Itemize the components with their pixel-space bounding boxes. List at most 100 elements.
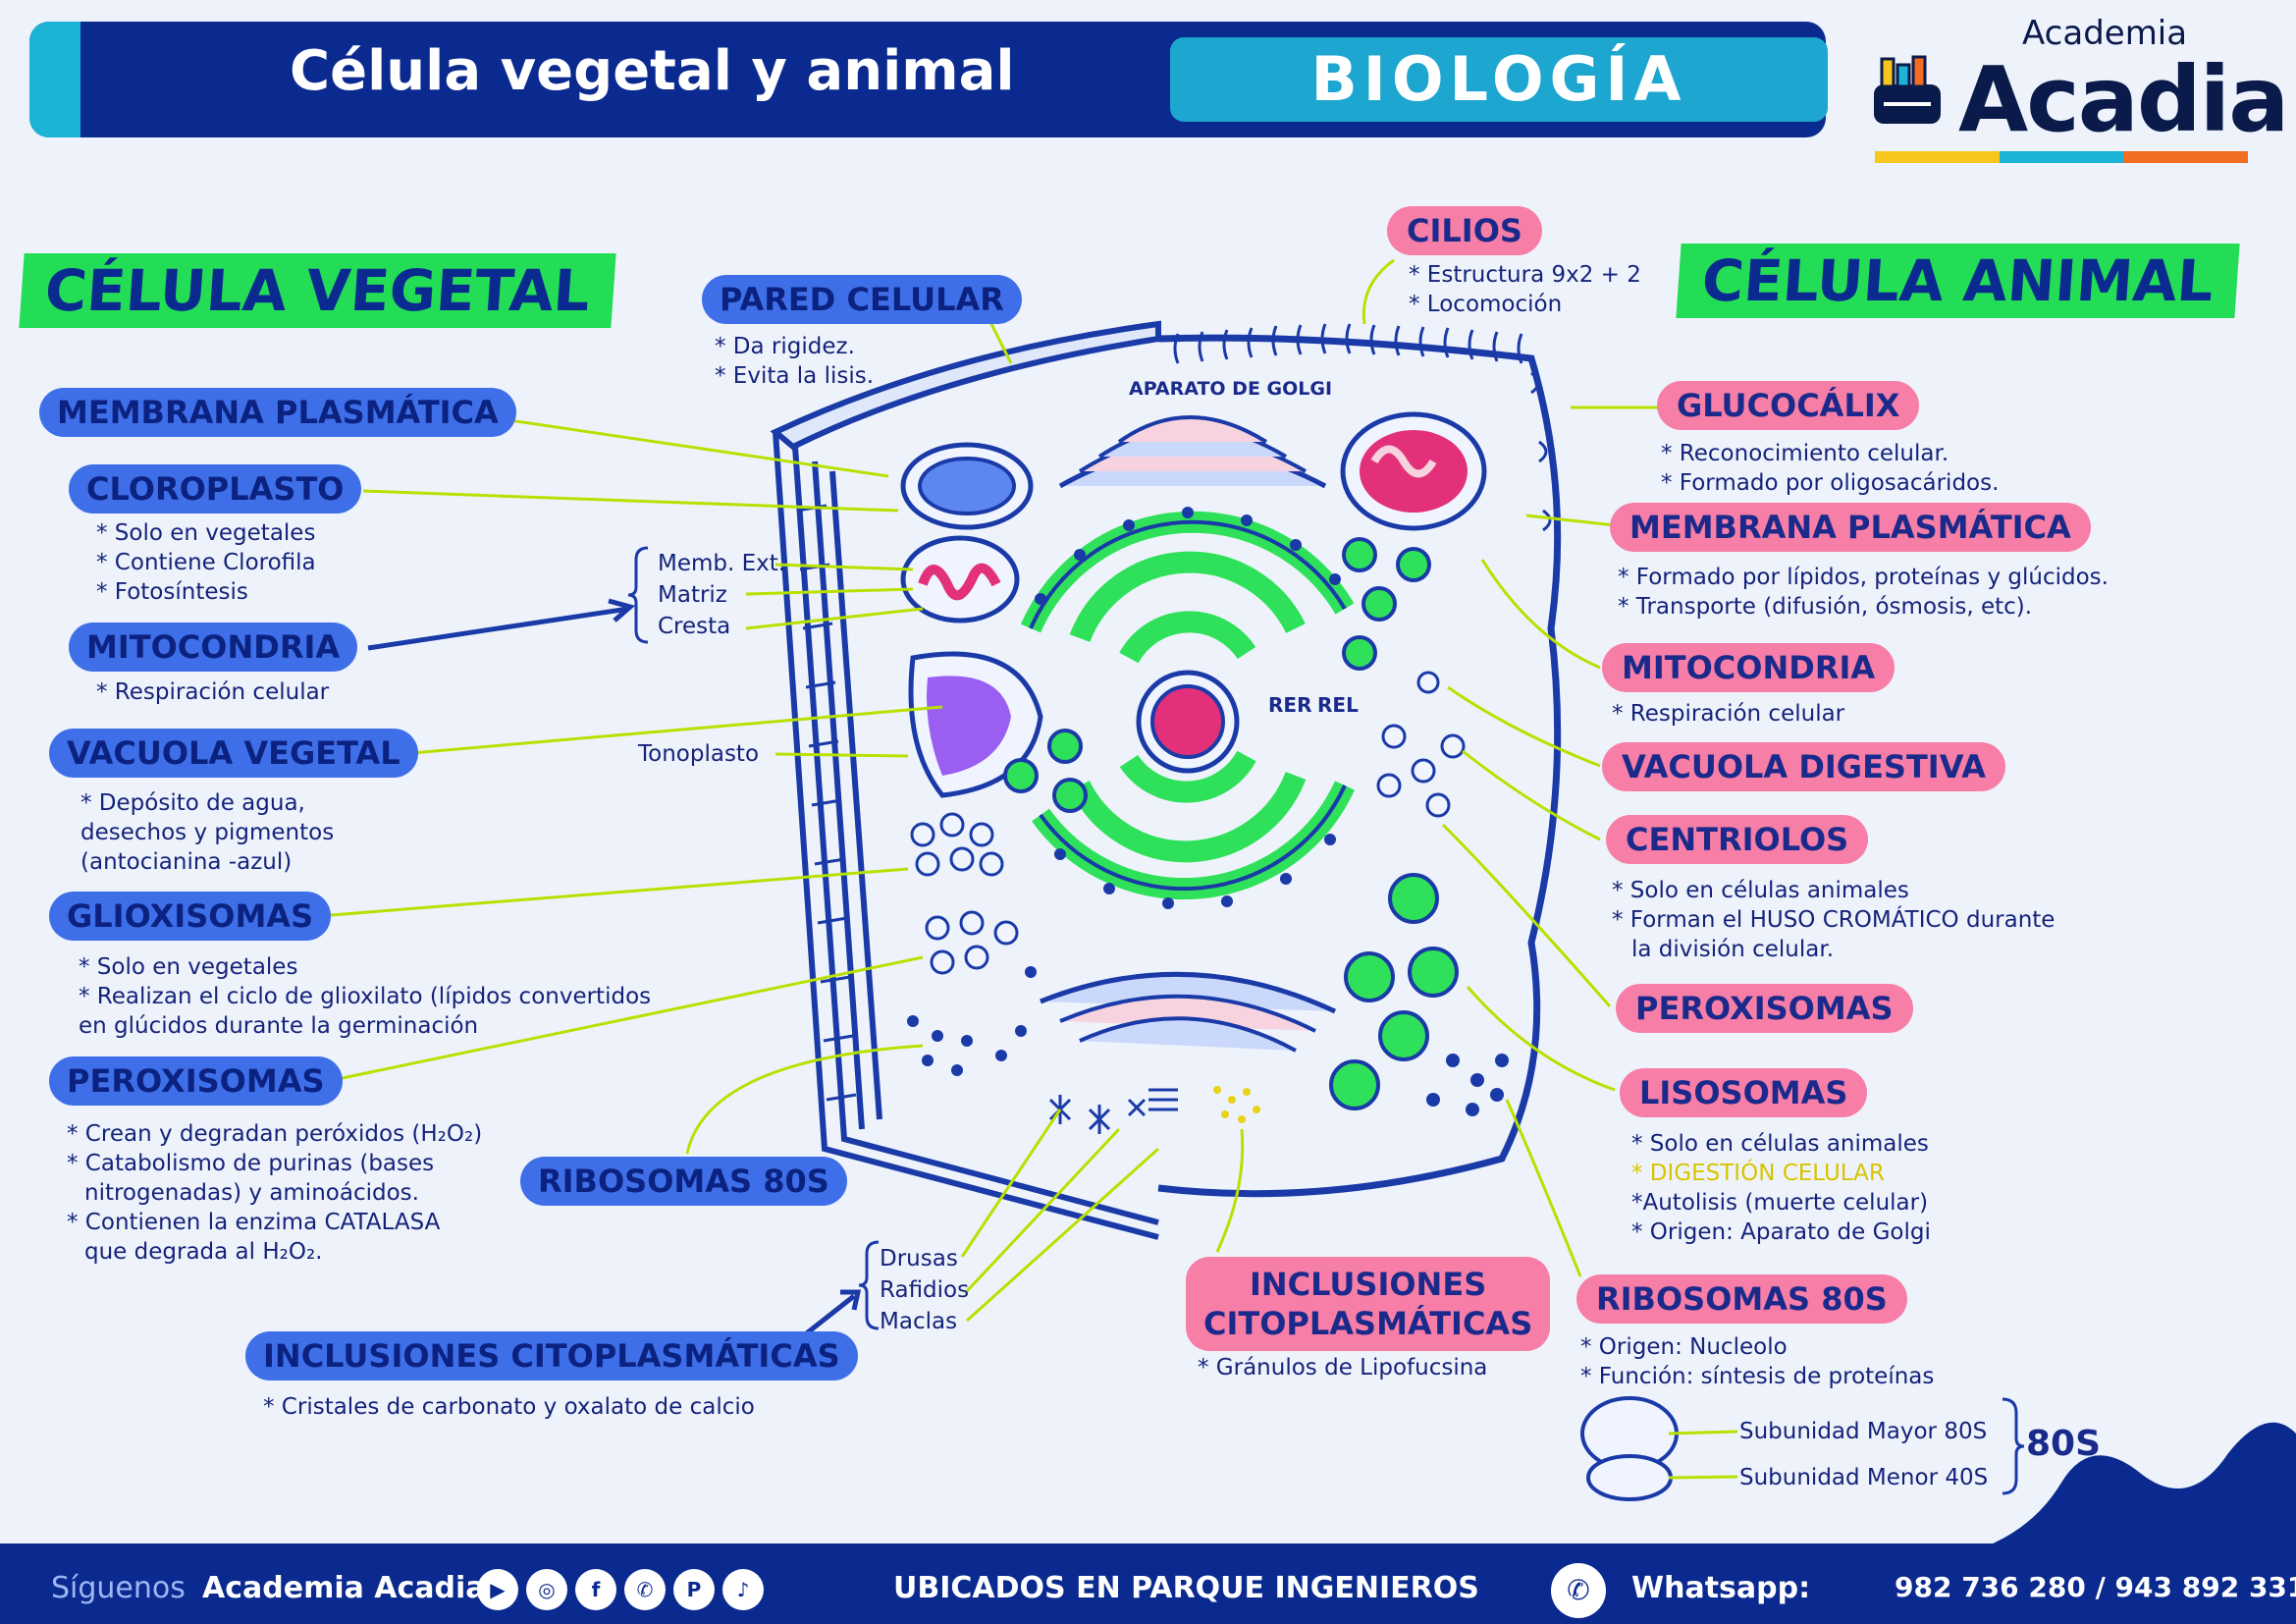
nucleolus — [1150, 684, 1225, 759]
vacuole-note-2: desechos y pigmentos — [80, 820, 335, 845]
glyoxysomes-label: GLIOXISOMAS — [49, 892, 332, 941]
animal-peroxisomes-label: PEROXISOMAS — [1616, 984, 1913, 1033]
follow-text: Síguenos — [51, 1571, 186, 1605]
animal-peroxisomes — [1329, 873, 1459, 1110]
cilia-note-1: * Estructura 9x2 + 2 — [1409, 262, 1641, 288]
part-cristae: Cresta — [658, 614, 731, 639]
lysosome-note-3: *Autolisis (muerte celular) — [1631, 1190, 1929, 1216]
mitochondria-parts: Memb. Ext. Matriz Cresta — [658, 548, 785, 642]
golgi-label: APARATO DE GOLGI — [1129, 378, 1332, 400]
crystals — [1048, 1088, 1178, 1134]
centrioles-label: CENTRIOLOS — [1606, 815, 1869, 864]
golgi-bottom — [1040, 971, 1337, 1053]
cilia-label: CILIOS — [1387, 206, 1542, 255]
pointer-lines — [294, 258, 1659, 1323]
part-outer-membrane: Memb. Ext. — [658, 551, 786, 576]
animal-membrane-label: MEMBRANA PLASMÁTICA — [1610, 503, 2091, 552]
plant-vacuole-notes: * Depósito de agua, desechos y pigmentos… — [80, 788, 334, 877]
cilia — [1173, 323, 1523, 364]
whatsapp-contact-icon[interactable]: ✆ — [1551, 1563, 1606, 1618]
glyoxysomes-notes: * Solo en vegetales * Realizan el ciclo … — [79, 952, 651, 1041]
ribosome-sketch — [1580, 1396, 1679, 1501]
plant-ribosomes — [907, 966, 1037, 1076]
animal-ribosomes-notes: * Origen: Nucleolo * Función: síntesis d… — [1580, 1332, 1934, 1391]
header-accent — [29, 22, 80, 137]
logo-top-text: Academia — [2022, 14, 2188, 53]
glycocalyx-note-2: * Formado por oligosacáridos. — [1661, 470, 2000, 496]
animal-mitochondria-note: * Respiración celular — [1612, 701, 1845, 727]
plant-vesicles — [1003, 729, 1088, 813]
chloroplast-note-3: * Fotosíntesis — [96, 579, 248, 605]
footer-brand: Academia Acadia — [202, 1571, 486, 1605]
animal-small-circles — [1376, 671, 1466, 818]
lysosomes-label: LISOSOMAS — [1620, 1068, 1868, 1117]
lipofuscin — [1213, 1086, 1260, 1123]
glyoxysome-note-1: * Solo en vegetales — [79, 954, 298, 980]
plant-peroxisomes-notes: * Crean y degradan peróxidos (H₂O₂) * Ca… — [67, 1119, 482, 1267]
footer-location: UBICADOS EN PARQUE INGENIEROS — [893, 1571, 1479, 1605]
type-maclas: Maclas — [880, 1309, 958, 1334]
rel-label: REL — [1317, 693, 1359, 717]
glycocalyx-note-1: * Reconocimiento celular. — [1661, 441, 1949, 466]
logo-main-text: Acadia — [1958, 47, 2289, 152]
centriole-note-3: la división celular. — [1631, 937, 1835, 962]
peroxisome-note-3: nitrogenadas) y aminoácidos. — [84, 1180, 419, 1206]
golgi-top — [1058, 415, 1327, 489]
plant-vacuole-label: VACUOLA VEGETAL — [49, 729, 418, 778]
phone-numbers[interactable]: 982 736 280 / 943 892 331 — [1895, 1571, 2296, 1603]
vacuole-note-1: * Depósito de agua, — [80, 790, 305, 816]
crystal-types: Drusas Rafidios Maclas — [880, 1243, 969, 1337]
braces — [627, 546, 2025, 1495]
vacuole-note-3: (antocianina -azul) — [80, 849, 293, 875]
tonoplast-label: Tonoplasto — [638, 741, 760, 767]
rer-ribosomes — [1035, 507, 1341, 909]
peroxisome-note-1: * Crean y degradan peróxidos (H₂O₂) — [67, 1121, 483, 1147]
lysosome-note-1: * Solo en células animales — [1631, 1131, 1929, 1157]
animal-inclusions-label: INCLUSIONES CITOPLASMÁTICAS — [1186, 1257, 1551, 1351]
part-matrix: Matriz — [658, 582, 727, 608]
cilia-notes: * Estructura 9x2 + 2 * Locomoción — [1409, 260, 1641, 319]
membrane-note-1: * Formado por lípidos, proteínas y glúci… — [1618, 565, 2109, 590]
ribosome-major-subunit: Subunidad Mayor 80S — [1739, 1419, 1988, 1444]
facebook-icon[interactable]: f — [575, 1569, 616, 1610]
animal-mitochondria — [1340, 411, 1487, 531]
peroxisome-note-4: * Contienen la enzima CATALASA — [67, 1210, 441, 1235]
ribosome-note-2: * Función: síntesis de proteínas — [1580, 1364, 1935, 1389]
animal-mitochondria-label: MITOCONDRIA — [1602, 643, 1896, 692]
membrane-note-2: * Transporte (difusión, ósmosis, etc). — [1618, 594, 2033, 620]
whatsapp-label: Whatsapp: — [1631, 1571, 1811, 1605]
rer-label: RER — [1268, 693, 1311, 717]
lysosomes-notes: * Solo en células animales * DIGESTIÓN C… — [1631, 1129, 1931, 1247]
logo-color-strip — [1875, 151, 2249, 163]
animal-inclusions-line-1: INCLUSIONES — [1249, 1266, 1487, 1303]
plant-vacuole — [908, 651, 1043, 798]
lysosome-note-4: * Origen: Aparato de Golgi — [1631, 1219, 1931, 1245]
ribosome-minor-subunit: Subunidad Menor 40S — [1739, 1465, 1989, 1490]
subject-badge: BIOLOGÍA — [1170, 37, 1828, 122]
type-drusas: Drusas — [880, 1246, 958, 1272]
glycocalyx-notes: * Reconocimiento celular. * Formado por … — [1661, 439, 1999, 498]
cell-wall-notes: * Da rigidez. * Evita la lisis. — [715, 332, 874, 391]
youtube-icon[interactable]: ▶ — [477, 1569, 518, 1610]
glycocalyx-label: GLUCOCÁLIX — [1657, 381, 1920, 430]
digestive-vacuole-label: VACUOLA DIGESTIVA — [1602, 742, 2006, 791]
strip-yellow — [1875, 151, 2000, 163]
chloroplast-notes: * Solo en vegetales * Contiene Clorofila… — [96, 518, 316, 607]
strip-cyan — [1999, 151, 2124, 163]
plant-inclusions-label: INCLUSIONES CITOPLASMÁTICAS — [245, 1331, 858, 1380]
ribosome-total: 80S — [2026, 1424, 2102, 1464]
wall-note-1: * Da rigidez. — [715, 334, 855, 359]
animal-ribosomes-label: RIBOSOMAS 80S — [1576, 1274, 1907, 1324]
pinterest-icon[interactable]: P — [673, 1569, 715, 1610]
tiktok-icon[interactable]: ♪ — [722, 1569, 764, 1610]
glyoxysome-note-2: * Realizan el ciclo de glioxilato (lípid… — [79, 984, 652, 1009]
ribosome-note-1: * Origen: Nucleolo — [1580, 1334, 1788, 1360]
whatsapp-icon[interactable]: ✆ — [624, 1569, 666, 1610]
centriole-note-1: * Solo en células animales — [1612, 878, 1909, 903]
animal-inclusions-note: * Gránulos de Lipofucsina — [1198, 1355, 1488, 1380]
plant-ribosomes-label: RIBOSOMAS 80S — [520, 1157, 847, 1206]
instagram-icon[interactable]: ◎ — [526, 1569, 567, 1610]
peroxisome-note-2: * Catabolismo de purinas (bases — [67, 1151, 435, 1176]
chloroplast-label: CLOROPLASTO — [69, 464, 362, 514]
